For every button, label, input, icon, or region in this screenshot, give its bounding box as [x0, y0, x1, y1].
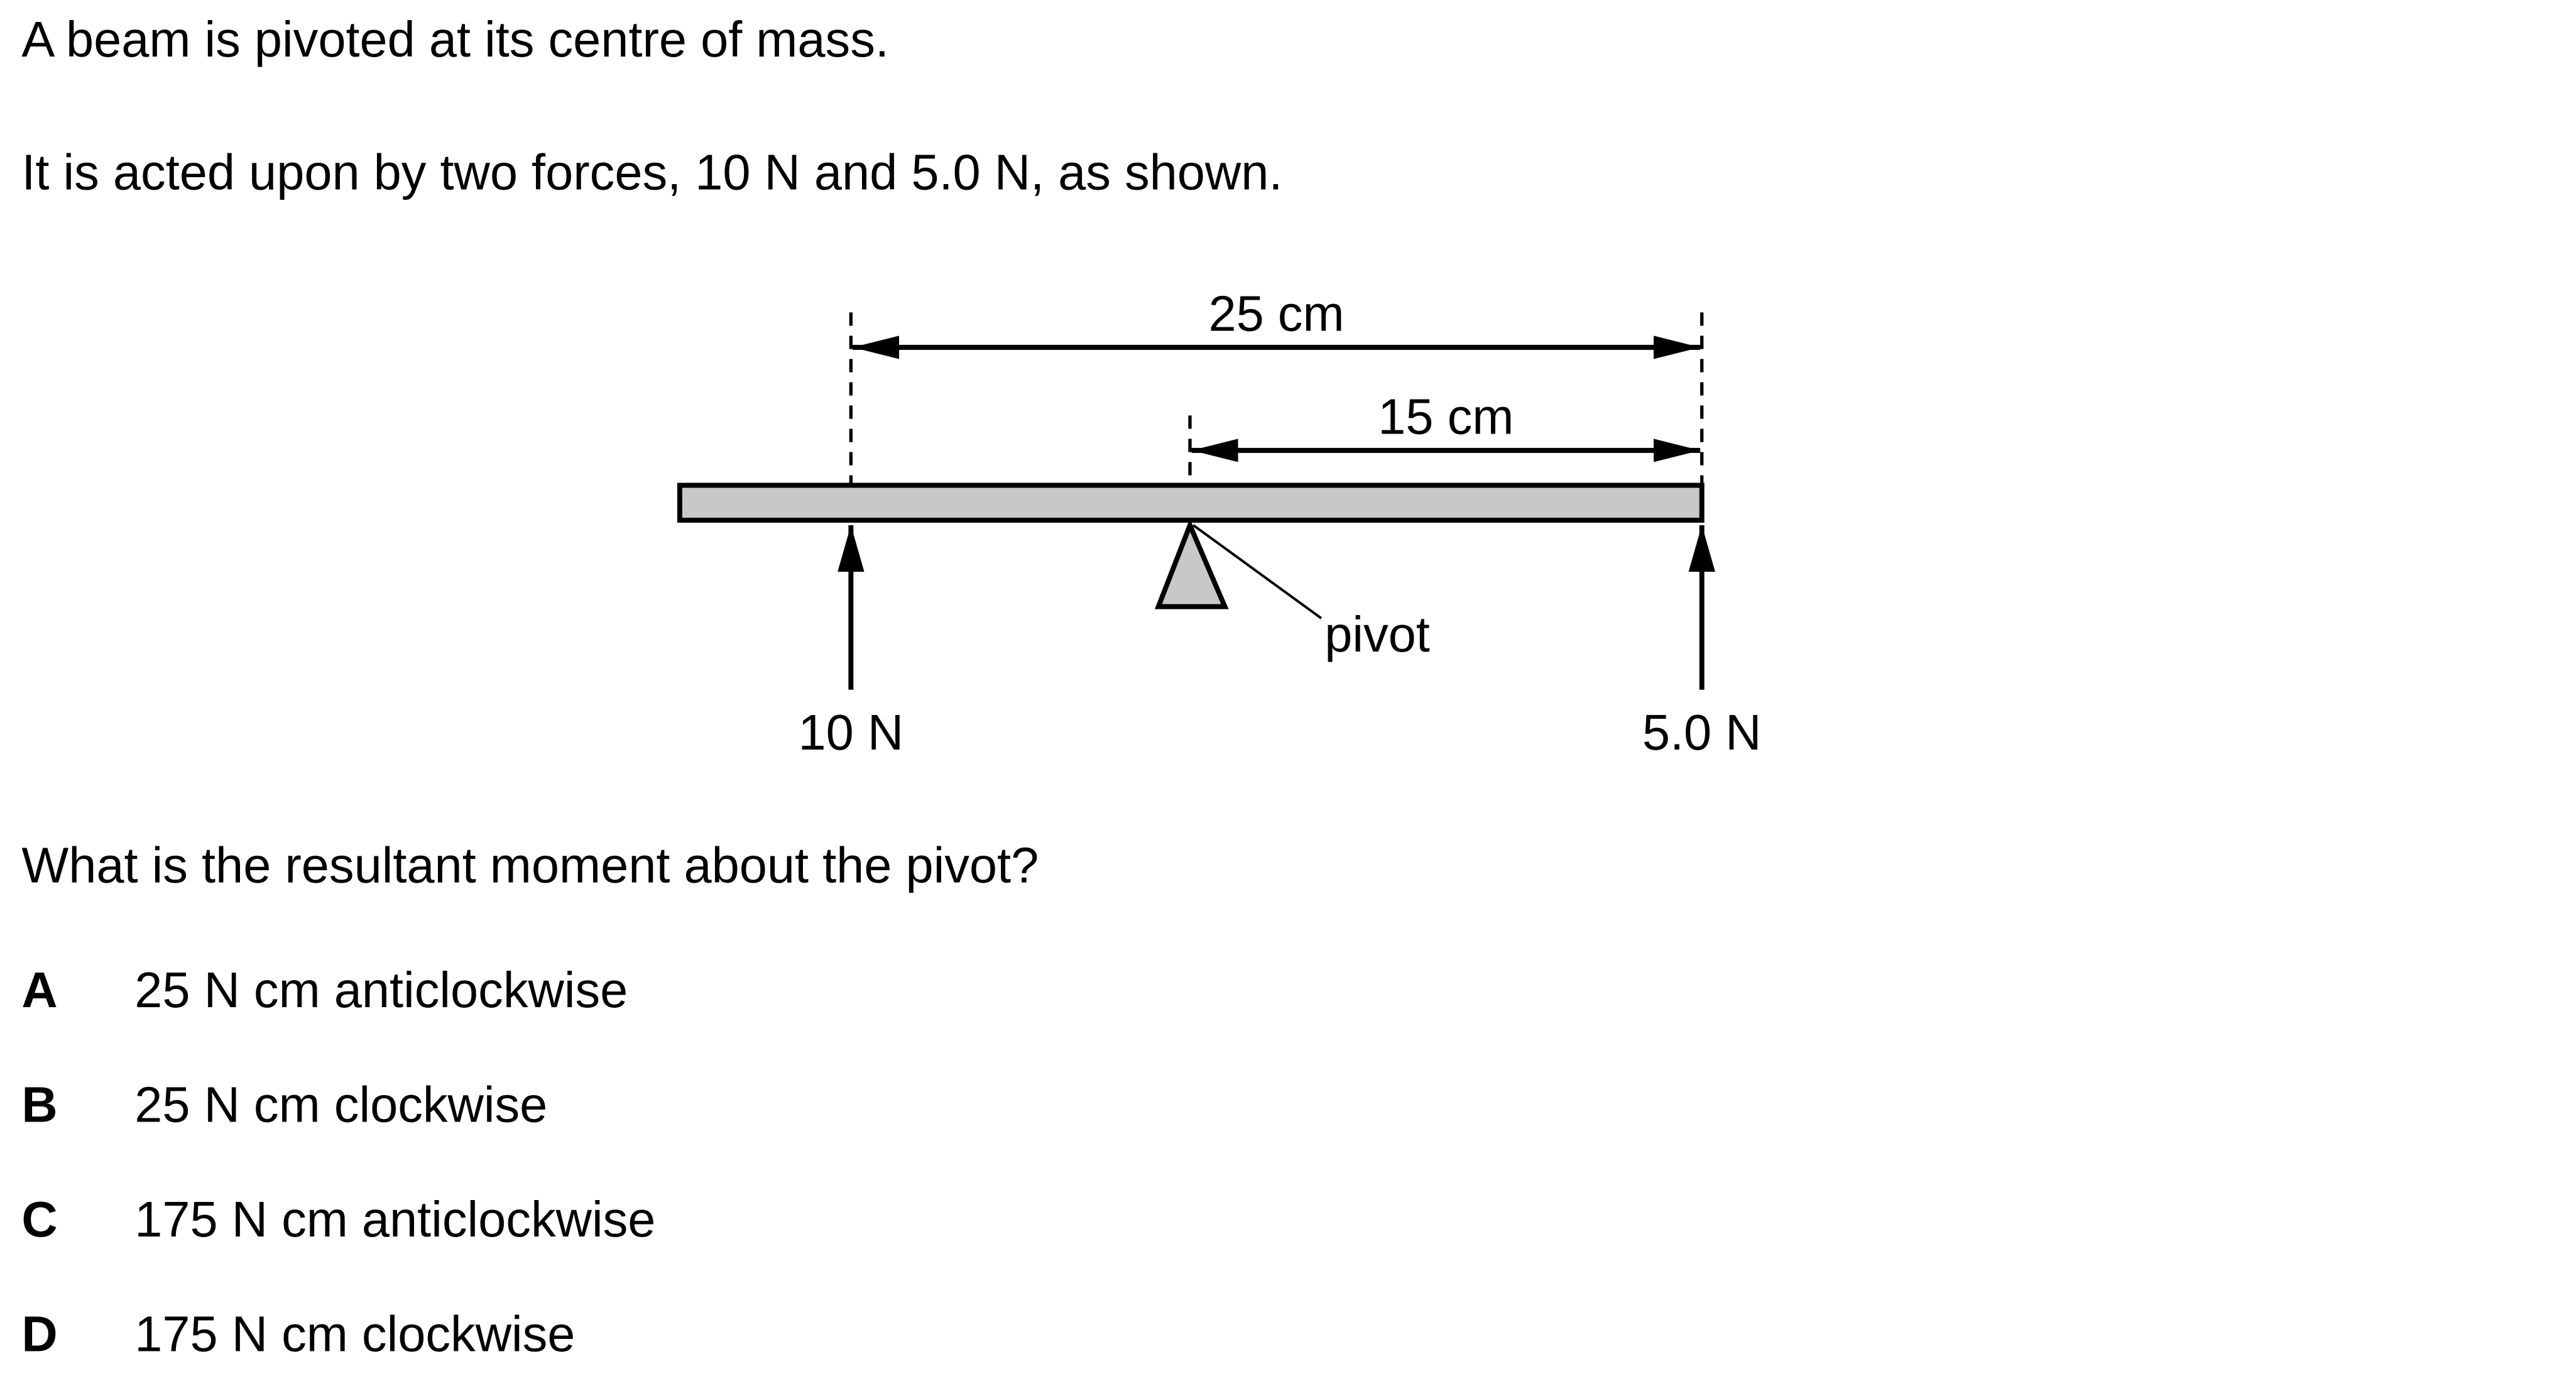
question-text: What is the resultant moment about the p…	[21, 839, 1039, 895]
pivot-leader-line	[1192, 524, 1323, 620]
option-text: 25 N cm clockwise	[134, 1078, 548, 1134]
option-letter: A	[21, 964, 58, 1019]
option-text: 25 N cm anticlockwise	[134, 964, 628, 1019]
option-text: 175 N cm clockwise	[134, 1307, 576, 1363]
force-label-right: 5.0 N	[1642, 704, 1762, 760]
option-text: 175 N cm anticlockwise	[134, 1193, 656, 1248]
force-label-left: 10 N	[799, 704, 904, 760]
intro-line-2: It is acted upon by two forces, 10 N and…	[21, 146, 1283, 202]
pivot-label: pivot	[1324, 606, 1430, 662]
beam	[677, 483, 1705, 523]
pivot-triangle	[1154, 518, 1229, 609]
option-letter: B	[21, 1078, 58, 1134]
option-letter: C	[21, 1193, 58, 1248]
dimension-label-25cm: 25 cm	[1208, 285, 1344, 341]
option-letter: D	[21, 1307, 58, 1363]
intro-line-1: A beam is pivoted at its centre of mass.	[21, 13, 889, 68]
dimension-label-15cm: 15 cm	[1378, 388, 1514, 444]
